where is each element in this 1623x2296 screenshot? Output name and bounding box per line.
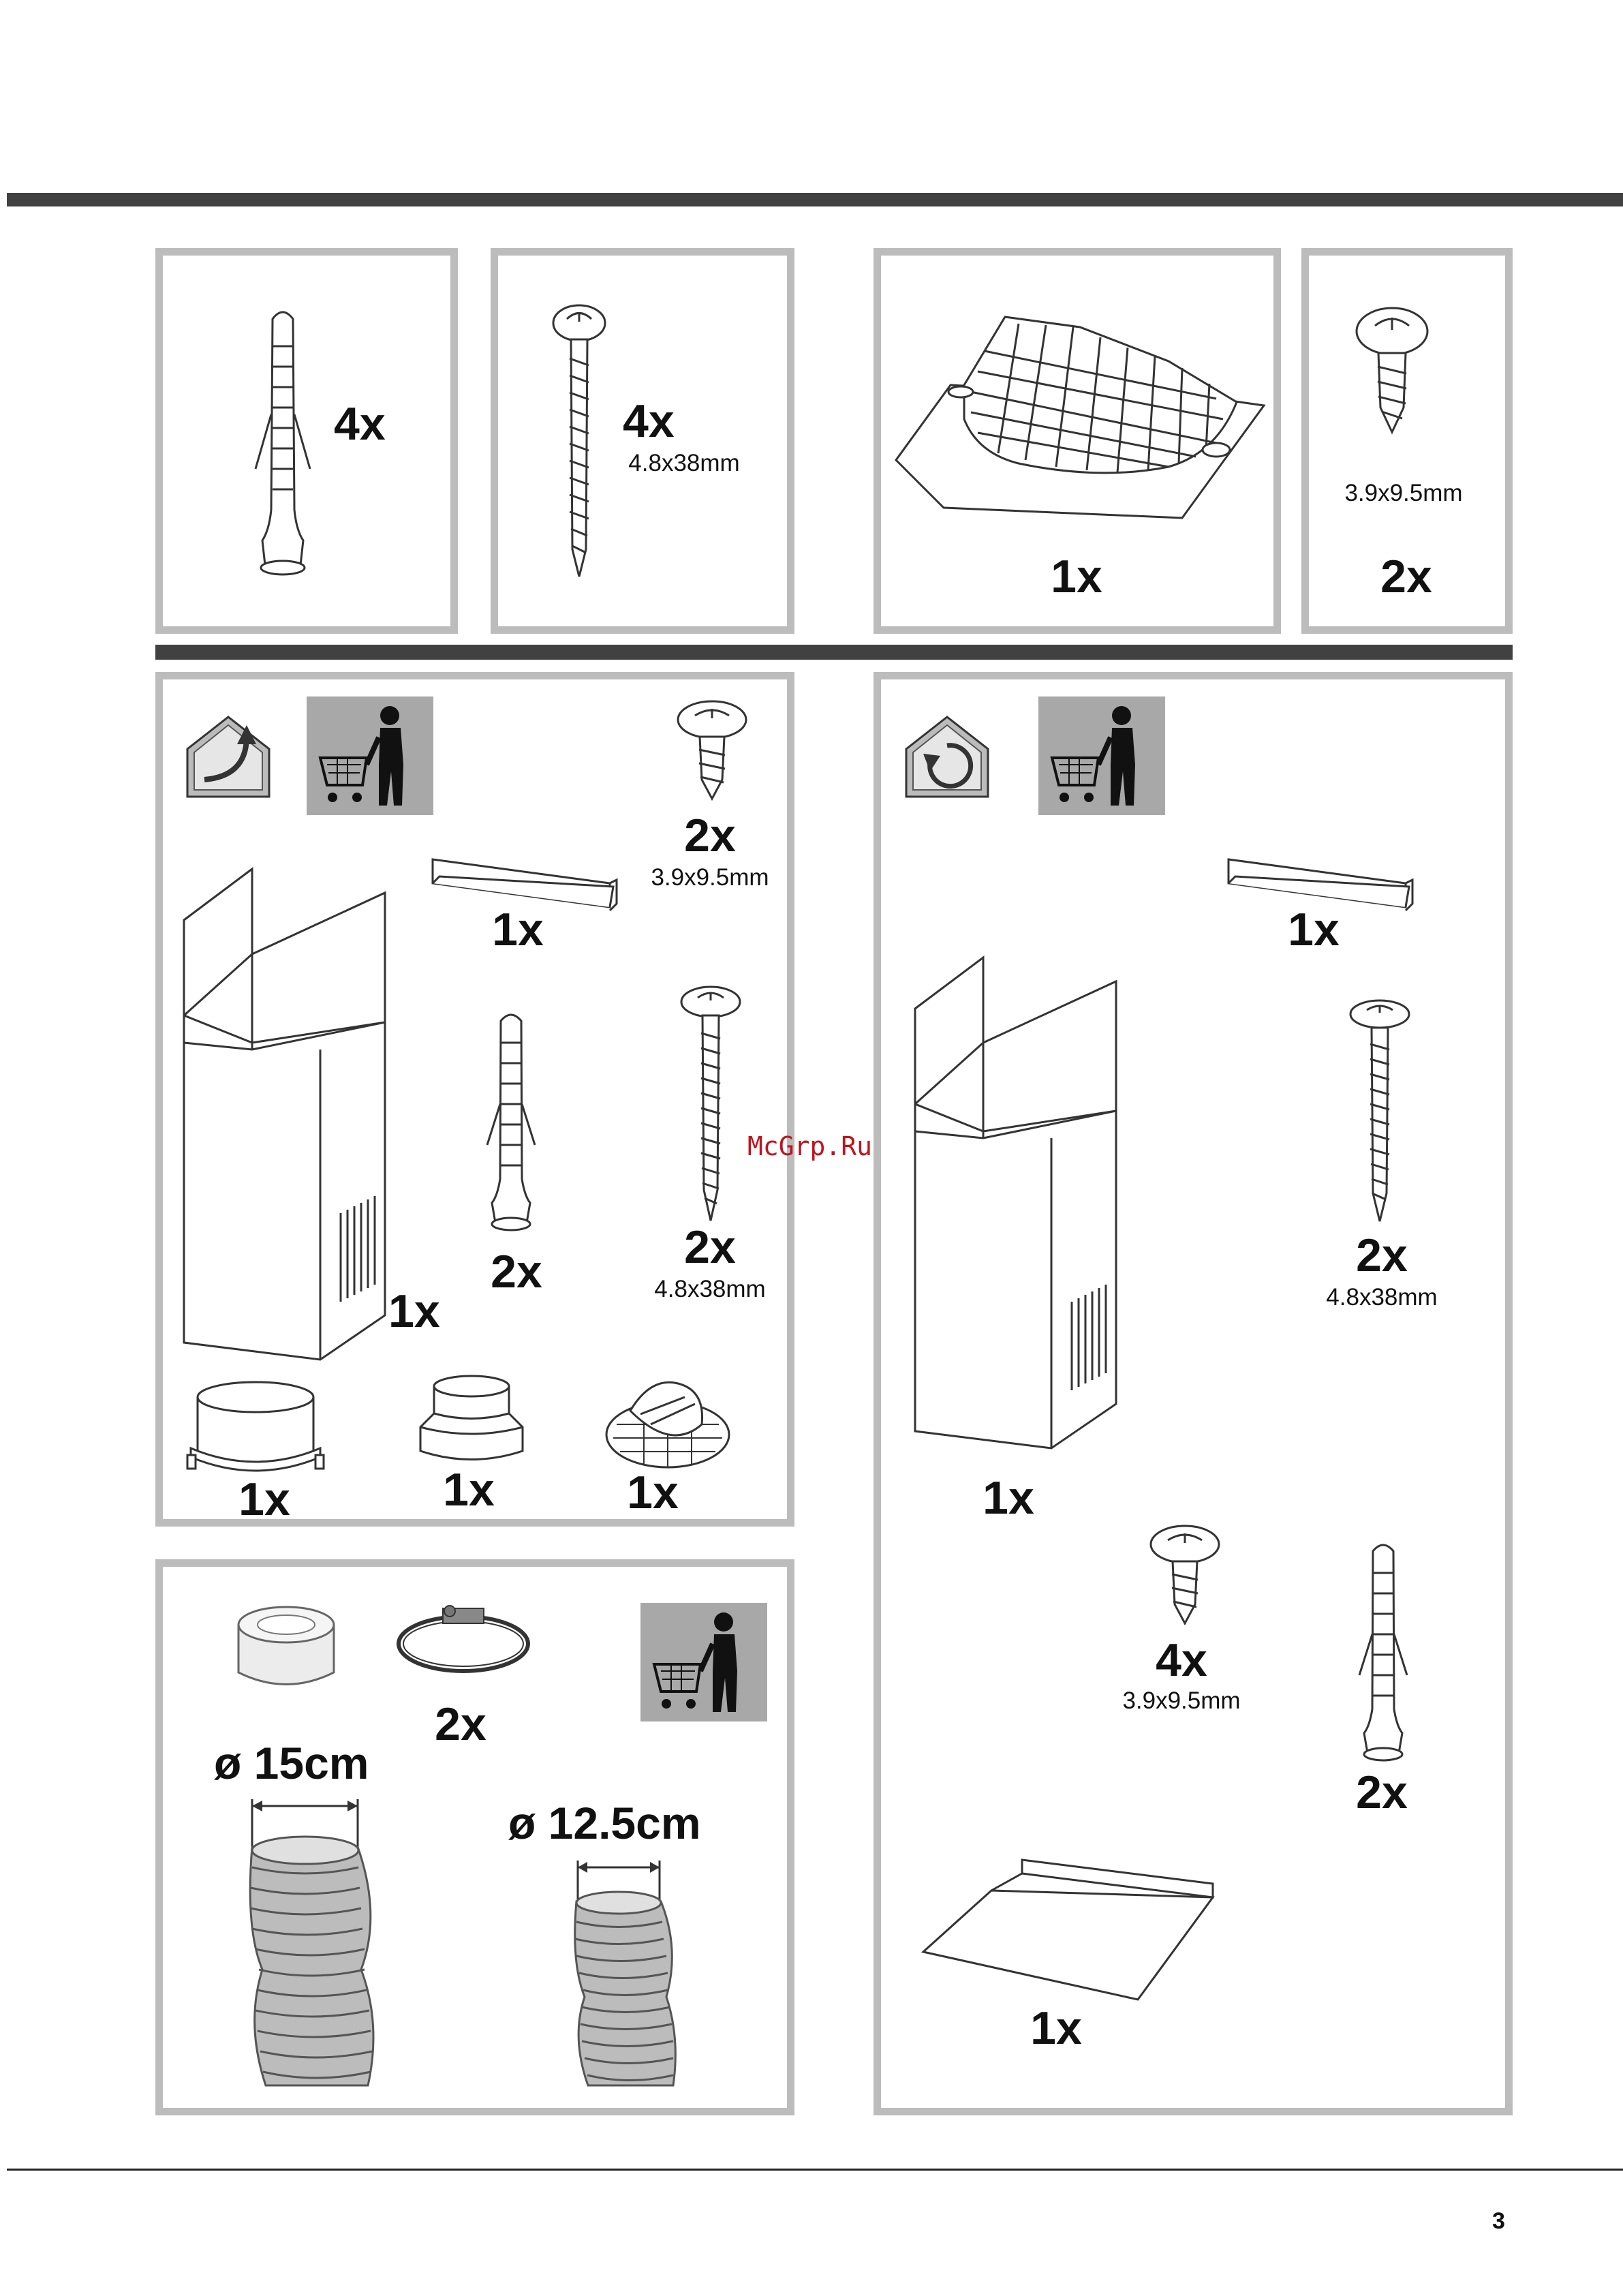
recirc-chimney-qty: 1x bbox=[983, 1475, 1034, 1521]
ducted-chimney-icon bbox=[181, 866, 392, 1370]
deflector-plate-qty: 1x bbox=[1030, 2005, 1082, 2051]
hose-small-diameter: ø 12.5cm bbox=[508, 1801, 701, 1846]
bottom-divider-line bbox=[7, 2169, 1623, 2171]
middle-divider-bar bbox=[155, 645, 1513, 660]
recirc-short-screw-icon bbox=[1147, 1524, 1222, 1626]
long-screw-icon bbox=[552, 304, 606, 583]
ducted-wall-plug-qty: 2x bbox=[491, 1249, 542, 1295]
recirc-short-screw-qty: 4x bbox=[1156, 1637, 1207, 1683]
optional-purchase-icon bbox=[307, 697, 433, 815]
hose-small-icon bbox=[571, 1854, 680, 2092]
tape-roll-icon bbox=[235, 1604, 337, 1693]
hose-clamp-icon bbox=[395, 1603, 531, 1678]
recirc-wall-plug-qty: 2x bbox=[1356, 1769, 1408, 1816]
recirculation-mode-icon bbox=[903, 711, 991, 799]
ducted-valve-icon bbox=[603, 1377, 732, 1472]
watermark: McGrp.Ru bbox=[747, 1131, 872, 1161]
recirculation-purchase-icon bbox=[1038, 697, 1165, 815]
accessory-purchase-icon bbox=[640, 1603, 767, 1721]
wall-plug-qty: 4x bbox=[334, 401, 386, 447]
recirc-short-screw-dim: 3.9x9.5mm bbox=[1122, 1689, 1240, 1713]
ducted-valve-qty: 1x bbox=[627, 1469, 679, 1516]
ducted-flange-reducer-icon bbox=[417, 1373, 526, 1468]
recirc-long-screw-qty: 2x bbox=[1356, 1232, 1408, 1279]
ducted-flange-large-qty: 1x bbox=[238, 1476, 290, 1522]
recirc-long-screw-dim: 4.8x38mm bbox=[1326, 1285, 1437, 1309]
ducted-long-screw-qty: 2x bbox=[684, 1224, 736, 1270]
ducted-long-screw-dim: 4.8x38mm bbox=[654, 1277, 765, 1301]
ducted-flange-large-icon bbox=[187, 1377, 324, 1479]
recirc-long-screw-icon bbox=[1349, 999, 1410, 1224]
ducted-short-screw-qty: 2x bbox=[684, 812, 736, 859]
ducted-bracket-qty: 1x bbox=[492, 906, 544, 953]
long-screw-dim: 4.8x38mm bbox=[628, 451, 739, 475]
top-divider-bar bbox=[7, 193, 1623, 206]
recirc-wall-plug-icon bbox=[1356, 1539, 1410, 1764]
ducted-short-screw-icon bbox=[675, 699, 749, 801]
ducted-chimney-qty: 1x bbox=[388, 1288, 440, 1334]
ducted-long-screw-icon bbox=[680, 985, 741, 1224]
ducted-flange-reducer-qty: 1x bbox=[443, 1467, 495, 1513]
ducted-short-screw-dim: 3.9x9.5mm bbox=[651, 866, 769, 889]
ducted-wall-plug-icon bbox=[484, 1009, 538, 1234]
ducted-mode-icon bbox=[184, 711, 273, 799]
recirc-bracket-qty: 1x bbox=[1288, 906, 1340, 953]
short-screw-qty: 2x bbox=[1380, 553, 1432, 600]
short-screw-icon bbox=[1355, 305, 1429, 435]
hose-large-diameter: ø 15cm bbox=[214, 1741, 369, 1786]
grease-filter-icon bbox=[896, 310, 1271, 528]
recirc-chimney-icon bbox=[912, 954, 1123, 1458]
clamp-qty: 2x bbox=[435, 1701, 486, 1747]
page-number: 3 bbox=[1492, 2208, 1505, 2235]
grease-filter-qty: 1x bbox=[1051, 553, 1102, 600]
hose-large-icon bbox=[245, 1792, 388, 2092]
deflector-plate-icon bbox=[920, 1856, 1220, 2006]
wall-plug-icon bbox=[252, 305, 313, 578]
long-screw-qty: 4x bbox=[623, 398, 675, 444]
short-screw-dim: 3.9x9.5mm bbox=[1344, 481, 1462, 505]
